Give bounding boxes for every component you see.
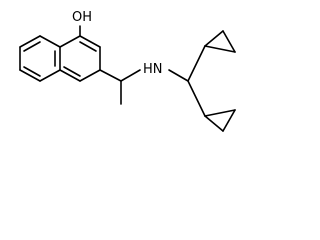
bond [19, 69, 41, 82]
bond [204, 30, 224, 47]
upper-cyclopropyl-ring [204, 30, 236, 53]
methine-to-lower-cyclopropyl-bond [187, 80, 206, 117]
bond [204, 115, 224, 132]
double-bond-inner [63, 66, 81, 77]
amine-bond [120, 69, 141, 82]
double-bond-inner [23, 66, 41, 77]
bond [204, 109, 236, 117]
naphthalene-left-ring [19, 35, 61, 82]
bond [39, 35, 61, 48]
lower-cyclopropyl-ring [204, 109, 236, 132]
amine-label: HN [143, 62, 163, 77]
bond [79, 35, 101, 48]
bond [79, 69, 101, 82]
bond [59, 35, 81, 48]
bond [204, 45, 236, 53]
amine-methine-bond [168, 69, 189, 82]
methine-to-upper-cyclopropyl-bond [187, 45, 206, 82]
chemical-structure-canvas: OH HN [19, 10, 236, 132]
molecule-diagram: OH HN [19, 10, 236, 132]
bond [39, 69, 61, 82]
double-bond-inner [23, 41, 41, 52]
bond [19, 35, 41, 48]
bond [222, 109, 236, 132]
double-bond-inner [79, 41, 97, 52]
bond [222, 30, 236, 53]
side-chain-bond [99, 69, 122, 82]
naphthalene-right-ring [59, 35, 101, 82]
bond [59, 69, 81, 82]
hydroxyl-label: OH [72, 10, 92, 25]
